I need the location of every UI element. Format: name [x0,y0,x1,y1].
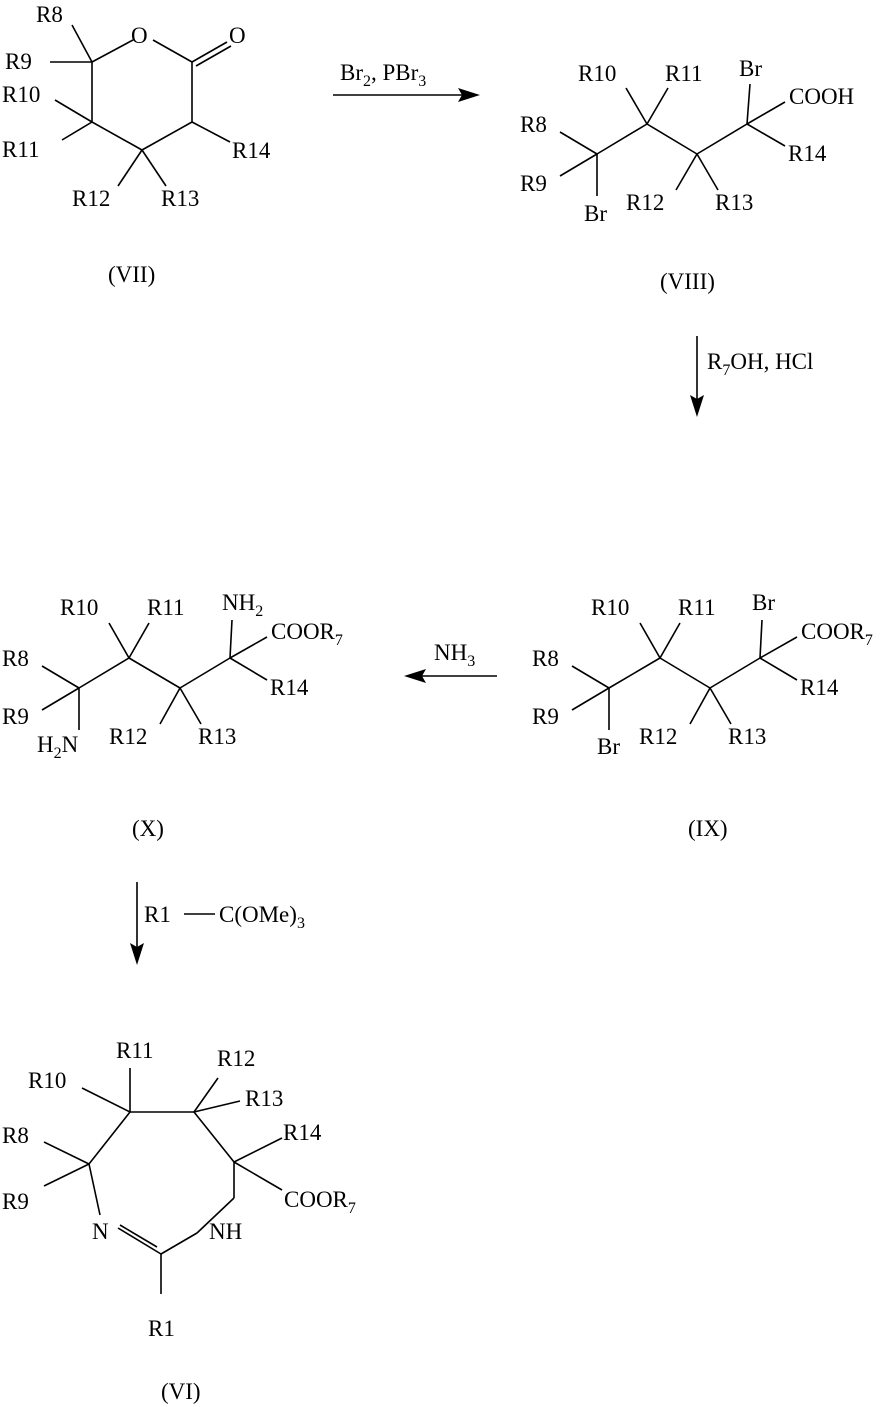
vii-r13-label: R13 [161,186,199,211]
step3-reagent: NH3 [434,640,475,670]
vii-r12-label: R12 [72,186,110,211]
compound-VI-label: (VI) [161,1379,201,1404]
compound-IX-label: (IX) [688,816,728,841]
vi-r14-label: R14 [283,1120,322,1145]
compound-IX-bonds [572,620,797,730]
ix-r14-label: R14 [800,675,839,700]
x-r10-label: R10 [60,595,98,620]
ix-br-top-label: Br [752,590,775,615]
vi-r1-label: R1 [148,1316,175,1341]
vii-r14-label: R14 [232,138,271,163]
vii-r9-label: R9 [5,49,32,74]
compound-X-label: (X) [132,816,164,841]
reaction-arrow-step3: NH3 [404,640,497,683]
reaction-arrow-step2: R7OH, HCl [690,336,813,417]
viii-r13-label: R13 [715,190,753,215]
ix-br-bottom-label: Br [597,734,620,759]
vi-r13-label: R13 [245,1086,283,1111]
ix-r11-label: R11 [678,595,716,620]
compound-VII-bonds [50,25,231,186]
compound-VIII-bonds [560,84,785,196]
vii-r10-label: R10 [2,82,40,107]
x-r8-label: R8 [2,646,29,671]
compound-IX: Br COOR7 R10 R11 R8 R9 R14 Br R12 R13 (I… [532,590,873,841]
compound-VIII-label: (VIII) [660,269,715,294]
viii-r14-label: R14 [788,141,827,166]
vi-r9-label: R9 [2,1189,29,1214]
carbonyl-oxygen-label: O [229,23,246,48]
compound-VII-label: (VII) [108,262,155,287]
compound-VIII: Br COOH R10 R11 R8 R9 R14 Br R12 R13 (VI… [520,56,854,294]
compound-X: NH2 COOR7 R10 R11 R8 R9 R14 H2N R12 R13 … [2,590,343,841]
compound-X-bonds [42,620,267,730]
vi-nh-label: NH [209,1219,242,1244]
viii-br-top-label: Br [739,56,762,81]
x-r14-label: R14 [270,675,309,700]
vi-r10-label: R10 [28,1068,66,1093]
step4-reagent-left: R1 [144,902,171,927]
vii-r11-label: R11 [2,137,40,162]
ix-r12-label: R12 [639,724,677,749]
vi-r8-label: R8 [2,1123,29,1148]
x-h2n-label: H2N [37,732,79,762]
step2-reagent: R7OH, HCl [707,349,813,379]
x-r12-label: R12 [109,724,147,749]
step4-reagent-right: C(OMe)3 [219,902,305,932]
viii-cooh-label: COOH [789,84,854,109]
x-r9-label: R9 [2,704,29,729]
viii-r10-label: R10 [578,61,616,86]
step1-reagent: Br2, PBr3 [340,60,426,90]
x-ester-label: COOR7 [271,619,343,649]
x-r11-label: R11 [147,595,185,620]
compound-VII: O O R8 R9 R10 R11 R14 R12 R13 (VII) [2,2,271,287]
ix-ester-label: COOR7 [801,619,873,649]
ring-oxygen-label: O [131,23,148,48]
reaction-arrow-step4: R1 C(OMe)3 [130,882,305,965]
x-r13-label: R13 [198,724,236,749]
vi-ester-label: COOR7 [284,1187,356,1217]
compound-VI: R11 R12 R10 R13 R14 R8 R9 COOR7 N NH R1 … [2,1038,356,1404]
viii-r9-label: R9 [520,171,547,196]
ix-r13-label: R13 [728,724,766,749]
vi-r12-label: R12 [217,1046,255,1071]
vi-n-label: N [92,1219,109,1244]
x-nh2-top-label: NH2 [222,590,263,620]
viii-r12-label: R12 [626,190,664,215]
viii-br-bottom-label: Br [584,201,607,226]
ix-r9-label: R9 [532,704,559,729]
reaction-arrow-step1: Br2, PBr3 [333,60,480,102]
ix-r10-label: R10 [591,595,629,620]
ix-r8-label: R8 [532,646,559,671]
viii-r8-label: R8 [520,112,547,137]
vii-r8-label: R8 [36,2,63,27]
viii-r11-label: R11 [665,61,703,86]
vi-r11-label: R11 [116,1038,154,1063]
